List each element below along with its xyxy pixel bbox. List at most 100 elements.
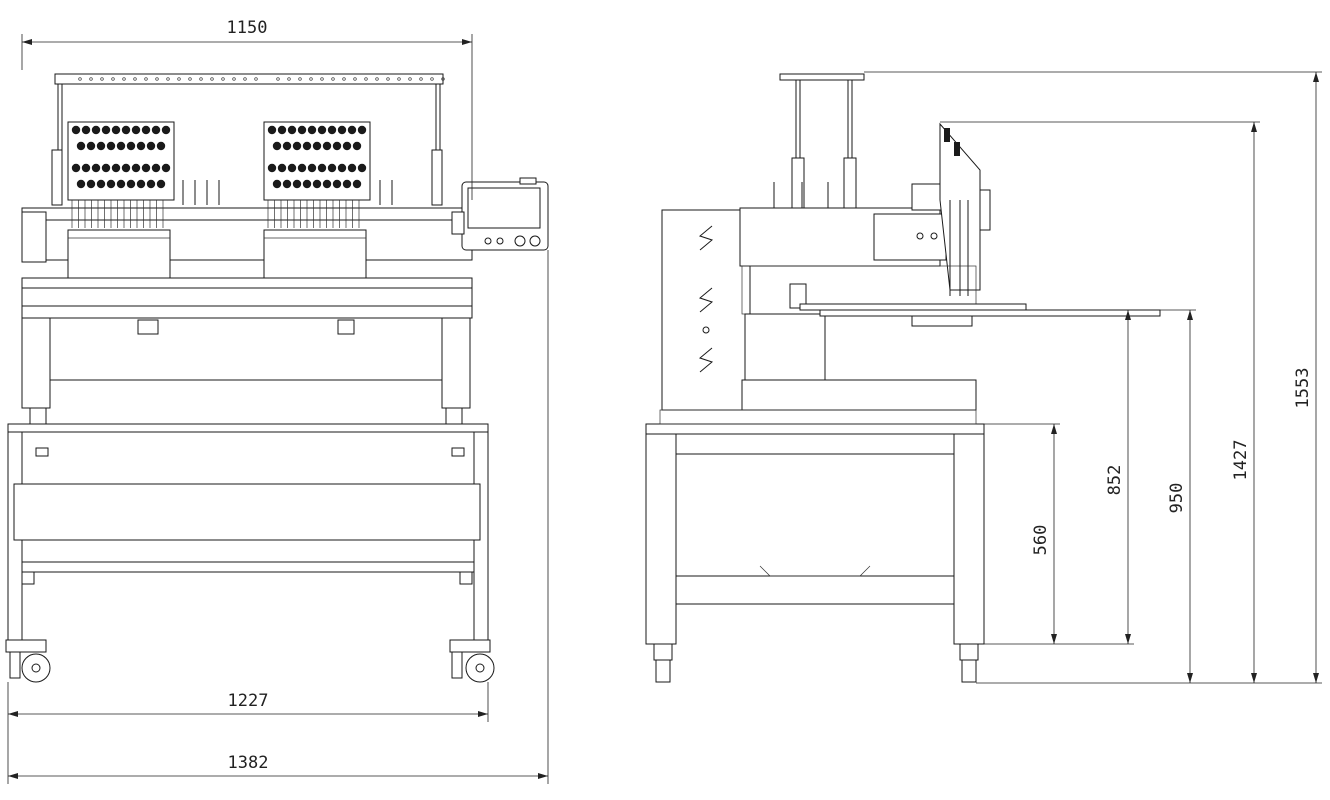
- thread-spool: [161, 125, 171, 135]
- front-control-screen: [467, 187, 541, 229]
- thread-spool: [277, 163, 287, 173]
- front-main-beam: [21, 207, 473, 221]
- s-logo-mark: [698, 287, 714, 313]
- thread-spool: [81, 163, 91, 173]
- stand-hole: [320, 77, 324, 81]
- thread-spool: [282, 179, 292, 189]
- thread-spool: [292, 179, 302, 189]
- thread-spool: [312, 141, 322, 151]
- thread-spool: [322, 179, 332, 189]
- stand-hole: [375, 77, 379, 81]
- thread-spool: [312, 179, 322, 189]
- thread-spool: [121, 163, 131, 173]
- thread-spool: [302, 179, 312, 189]
- dim-560-label: 560: [1031, 525, 1051, 556]
- thread-spool: [352, 141, 362, 151]
- thread-spool: [146, 179, 156, 189]
- dim-1427-label: 1427: [1231, 440, 1251, 481]
- stand-hole: [419, 77, 423, 81]
- thread-spool: [126, 179, 136, 189]
- thread-spool: [357, 163, 367, 173]
- stand-hole: [199, 77, 203, 81]
- thread-spool: [342, 179, 352, 189]
- stand-hole: [144, 77, 148, 81]
- front-view: [5, 73, 549, 683]
- dim-1227-label: 1227: [228, 691, 269, 711]
- stand-hole: [364, 77, 368, 81]
- thread-spool: [141, 125, 151, 135]
- thread-spool: [156, 141, 166, 151]
- stand-hole: [441, 77, 445, 81]
- side-thread-stand: [779, 73, 865, 81]
- thread-spool: [337, 125, 347, 135]
- dim-1553-label: 1553: [1293, 368, 1313, 409]
- thread-spool: [141, 163, 151, 173]
- side-logo-marks: [698, 225, 714, 373]
- thread-spool: [332, 141, 342, 151]
- stand-hole: [331, 77, 335, 81]
- front-stand-dots: [78, 77, 445, 81]
- stand-hole: [188, 77, 192, 81]
- thread-spool: [292, 141, 302, 151]
- thread-spool: [71, 125, 81, 135]
- stand-hole: [254, 77, 258, 81]
- thread-spool: [151, 125, 161, 135]
- front-table-plate: [21, 277, 473, 289]
- dim-1382-label: 1382: [228, 753, 269, 773]
- thread-spool: [131, 125, 141, 135]
- thread-spool: [347, 163, 357, 173]
- thread-spool: [357, 125, 367, 135]
- thread-spool: [121, 125, 131, 135]
- front-needle-bars-right: [267, 200, 360, 228]
- thread-spool: [342, 141, 352, 151]
- thread-spool: [302, 141, 312, 151]
- thread-spool: [297, 125, 307, 135]
- thread-spool: [352, 179, 362, 189]
- thread-spool: [287, 125, 297, 135]
- thread-spool: [136, 179, 146, 189]
- thread-spool: [332, 179, 342, 189]
- stand-hole: [78, 77, 82, 81]
- thread-spool: [322, 141, 332, 151]
- thread-spool: [116, 179, 126, 189]
- thread-spool: [101, 163, 111, 173]
- stand-hole: [232, 77, 236, 81]
- stand-hole: [276, 77, 280, 81]
- stand-hole: [386, 77, 390, 81]
- thread-spool: [146, 141, 156, 151]
- thread-spool: [297, 163, 307, 173]
- front-head-right-spools: [267, 125, 367, 189]
- thread-spool: [106, 179, 116, 189]
- thread-spool: [156, 179, 166, 189]
- thread-spool: [106, 141, 116, 151]
- side-stand-top: [645, 423, 985, 435]
- thread-spool: [111, 163, 121, 173]
- stand-hole: [397, 77, 401, 81]
- stand-hole: [177, 77, 181, 81]
- thread-spool: [277, 125, 287, 135]
- stand-hole: [298, 77, 302, 81]
- thread-spool: [282, 141, 292, 151]
- thread-spool: [347, 125, 357, 135]
- thread-spool: [91, 125, 101, 135]
- thread-spool: [307, 163, 317, 173]
- stand-hole: [89, 77, 93, 81]
- dim-852-label: 852: [1105, 465, 1125, 496]
- thread-spool: [307, 125, 317, 135]
- stand-hole: [309, 77, 313, 81]
- thread-spool: [272, 141, 282, 151]
- side-work-table: [799, 303, 1027, 311]
- stand-hole: [210, 77, 214, 81]
- stand-hole: [166, 77, 170, 81]
- thread-spool: [81, 125, 91, 135]
- front-stand-panel: [13, 483, 481, 541]
- thread-spool: [126, 141, 136, 151]
- thread-spool: [317, 163, 327, 173]
- front-thread-stand-bar: [54, 73, 444, 85]
- thread-spool: [96, 141, 106, 151]
- thread-spool: [136, 141, 146, 151]
- thread-spool: [317, 125, 327, 135]
- thread-spool: [131, 163, 141, 173]
- stand-hole: [122, 77, 126, 81]
- side-body-column: [661, 209, 751, 411]
